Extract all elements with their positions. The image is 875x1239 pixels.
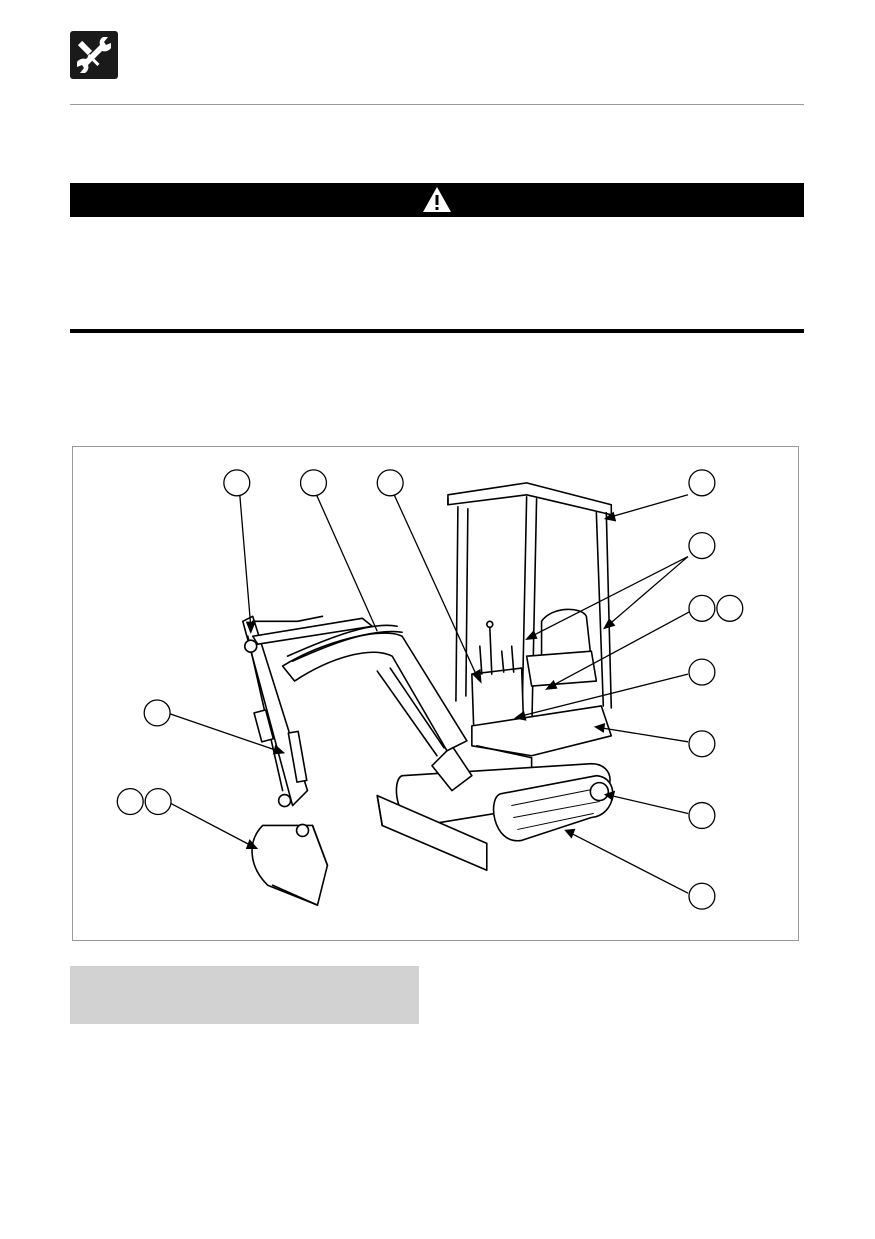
callout-circle-8 — [688, 658, 716, 686]
callout-circle-7 — [716, 594, 744, 622]
note-box — [70, 966, 419, 1024]
callout-circle-6 — [688, 594, 716, 622]
callout-circle-3 — [376, 469, 404, 497]
callout-circle-1 — [223, 469, 251, 497]
wrench-maintenance-icon — [70, 31, 118, 79]
excavator-figure — [72, 446, 799, 941]
callout-circle-9 — [688, 730, 716, 758]
callout-circle-11 — [688, 882, 716, 910]
section-divider — [70, 329, 804, 333]
callout-circle-2 — [299, 469, 328, 497]
callout-circle-5 — [688, 532, 716, 560]
callout-circle-13 — [116, 787, 144, 816]
warning-triangle-icon — [423, 187, 451, 212]
warning-banner — [70, 183, 804, 217]
callout-circle-4 — [688, 469, 716, 497]
header-divider — [70, 104, 804, 105]
mini-excavator-drawing — [116, 469, 744, 910]
callout-circle-14 — [144, 787, 172, 816]
callout-circle-12 — [143, 699, 171, 727]
callout-circle-10 — [688, 801, 716, 830]
